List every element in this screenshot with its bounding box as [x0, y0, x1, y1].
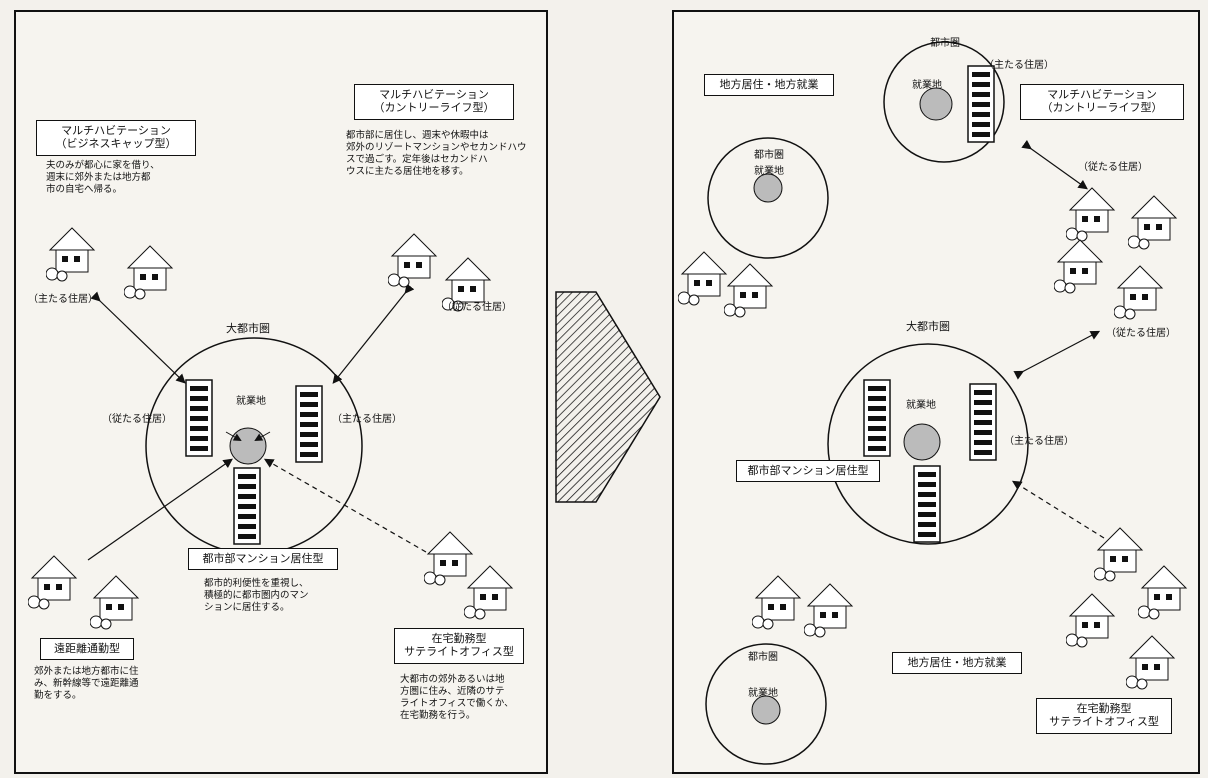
mansion-box: 都市部マンション居住型 — [736, 460, 880, 482]
transition-arrow — [548, 282, 668, 512]
house-icon — [1128, 188, 1184, 254]
house-icon — [1138, 558, 1194, 624]
current-lifestyle-panel: マルチハビテーション （ビジネスキャップ型） 夫のみが都心に家を借り、 週末に郊… — [14, 10, 548, 774]
telework-desc: 大都市の郊外あるいは地 方圏に住み、近隣のサテ ライトオフィスで働くか、 在宅勤… — [400, 674, 540, 722]
workplace-circle — [904, 424, 940, 460]
telework-box: 在宅勤務型 サテライトオフィス型 — [394, 628, 524, 664]
city-area-label: 都市圏 — [754, 146, 784, 161]
arrow-telework-dashed — [266, 460, 426, 552]
multi-business-desc: 夫のみが都心に家を借り、 週末に郊外または地方都 市の自宅へ帰る。 — [46, 160, 196, 196]
multi-country-box: マルチハビテーション （カントリーライフ型） — [354, 84, 514, 120]
big-city-label: 大都市圏 — [226, 320, 270, 336]
mansion-desc: 都市的利便性を重視し、 積極的に都市圏内のマン ションに居住する。 — [204, 578, 354, 614]
house-icon — [464, 558, 520, 624]
house-icon — [388, 226, 444, 292]
workplace-circle — [920, 88, 952, 120]
house-icon — [804, 576, 860, 642]
apartment-building-icon — [182, 378, 216, 462]
house-icon — [28, 548, 84, 614]
apartment-building-icon — [292, 384, 326, 468]
long-commute-desc: 郊外または地方都市に住 み、新幹線等で遠距離通 勤をする。 — [34, 666, 184, 702]
apartment-building-icon — [860, 378, 894, 462]
multi-country-desc: 都市部に居住し、週末や休暇中は 郊外のリゾートマンションやセカンドハウ スで過ご… — [346, 130, 536, 178]
future-lifestyle-panel: 地方居住・地方就業 都市圏 就業地 （主たる住居） マルチハビテーション （カン… — [672, 10, 1200, 774]
workplace-label: 就業地 — [912, 76, 942, 91]
main-residence-label: （主たる住居） — [332, 410, 402, 425]
house-icon — [1054, 232, 1110, 298]
arrow-business-to-city — [99, 300, 184, 382]
apartment-building-icon — [910, 464, 944, 548]
secondary-residence-label: （従たる住居） — [102, 410, 172, 425]
workplace-label: 就業地 — [754, 162, 784, 177]
multi-business-box: マルチハビテーション （ビジネスキャップ型） — [36, 120, 196, 156]
house-icon — [90, 568, 146, 634]
house-icon — [124, 238, 180, 304]
arrow-telework-dashed — [1014, 482, 1104, 538]
workplace-label: 就業地 — [748, 684, 778, 699]
workplace-label: 就業地 — [906, 396, 936, 411]
long-commute-box: 遠距離通勤型 — [40, 638, 134, 660]
house-icon — [1066, 586, 1122, 652]
workplace-circle — [752, 696, 780, 724]
apartment-building-icon — [230, 466, 264, 550]
arrow-big-city-link — [1022, 332, 1098, 372]
main-residence-label: （主たる住居） — [1004, 432, 1074, 447]
arrow-country-to-city — [334, 292, 406, 382]
mansion-box: 都市部マンション居住型 — [188, 548, 338, 570]
house-icon — [1114, 258, 1170, 324]
house-icon — [724, 256, 780, 322]
secondary-residence-label: （従たる住居） — [1106, 324, 1176, 339]
secondary-residence-label: （従たる住居） — [442, 298, 512, 313]
big-city-label: 大都市圏 — [906, 318, 950, 334]
workplace-label: 就業地 — [236, 392, 266, 407]
apartment-building-icon — [964, 64, 998, 148]
apartment-building-icon — [966, 382, 1000, 466]
telework-box: 在宅勤務型 サテライトオフィス型 — [1036, 698, 1172, 734]
house-icon — [752, 568, 808, 634]
secondary-residence-label: （従たる住居） — [1078, 158, 1148, 173]
house-icon — [1126, 628, 1182, 694]
local-living-box: 地方居住・地方就業 — [892, 652, 1022, 674]
local-living-box: 地方居住・地方就業 — [704, 74, 834, 96]
main-residence-label: （主たる住居） — [984, 56, 1054, 71]
house-icon — [46, 220, 102, 286]
workplace-circle — [754, 174, 782, 202]
city-area-label: 都市圏 — [748, 648, 778, 663]
workplace-circle — [230, 428, 266, 464]
city-area-label: 都市圏 — [930, 34, 960, 49]
main-residence-label: （主たる住居） — [28, 290, 98, 305]
multi-country-box: マルチハビテーション （カントリーライフ型） — [1020, 84, 1184, 120]
